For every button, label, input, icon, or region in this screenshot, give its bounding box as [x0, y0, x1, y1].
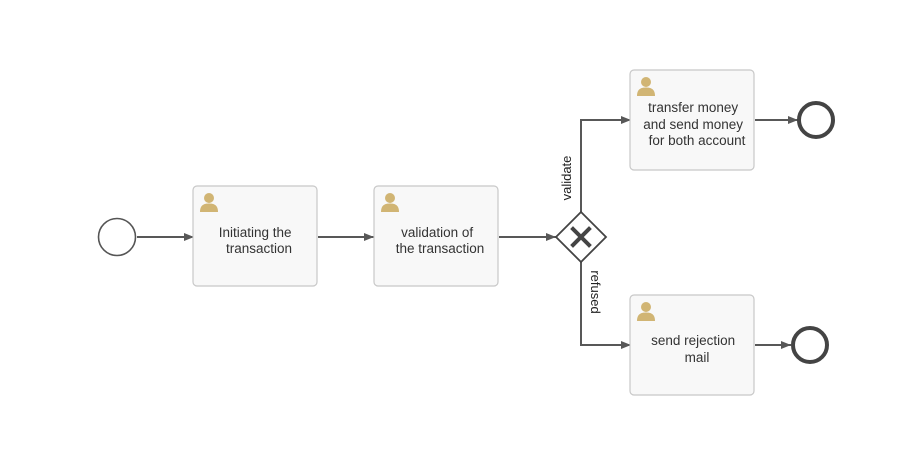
exclusive-gateway-x-icon — [570, 226, 592, 248]
task-label-line: Initiating the — [219, 225, 292, 240]
task-label: transfer money and send money for both a… — [643, 100, 747, 148]
task-initiate[interactable]: Initiating the transaction — [192, 185, 318, 287]
task-label-line: transaction — [226, 241, 292, 256]
task-box — [629, 69, 755, 171]
flow-refused[interactable] — [580, 261, 631, 349]
user-icon — [637, 77, 655, 96]
task-label-line: the transaction — [396, 241, 485, 256]
task-label-line: validation of — [401, 225, 473, 240]
end-event-rejection[interactable] — [791, 326, 829, 364]
user-icon — [200, 193, 218, 212]
task-validation[interactable]: validation of the transaction — [373, 185, 499, 287]
flow-label-refused: refused — [588, 270, 603, 313]
task-box — [629, 294, 755, 396]
user-icon — [637, 302, 655, 321]
end-event-transfer[interactable] — [797, 101, 835, 139]
task-box — [373, 185, 499, 287]
task-rejection[interactable]: send rejection mail — [629, 294, 755, 396]
task-label-line: mail — [685, 350, 710, 365]
task-label-line: transfer money — [648, 100, 738, 115]
task-label: validation of the transaction — [396, 225, 485, 256]
flow-validate[interactable] — [580, 116, 631, 213]
task-box — [192, 185, 318, 287]
task-transfer[interactable]: transfer money and send money for both a… — [629, 69, 755, 171]
exclusive-gateway[interactable] — [554, 210, 608, 264]
task-label-line: for both account — [649, 133, 746, 148]
task-label: Initiating the transaction — [219, 225, 296, 256]
task-label-line: send rejection — [651, 333, 735, 348]
start-event[interactable] — [97, 217, 137, 257]
user-icon — [381, 193, 399, 212]
flow-label-validate: validate — [559, 156, 574, 201]
task-label-line: and send money — [643, 117, 743, 132]
task-label: send rejection mail — [651, 333, 739, 365]
